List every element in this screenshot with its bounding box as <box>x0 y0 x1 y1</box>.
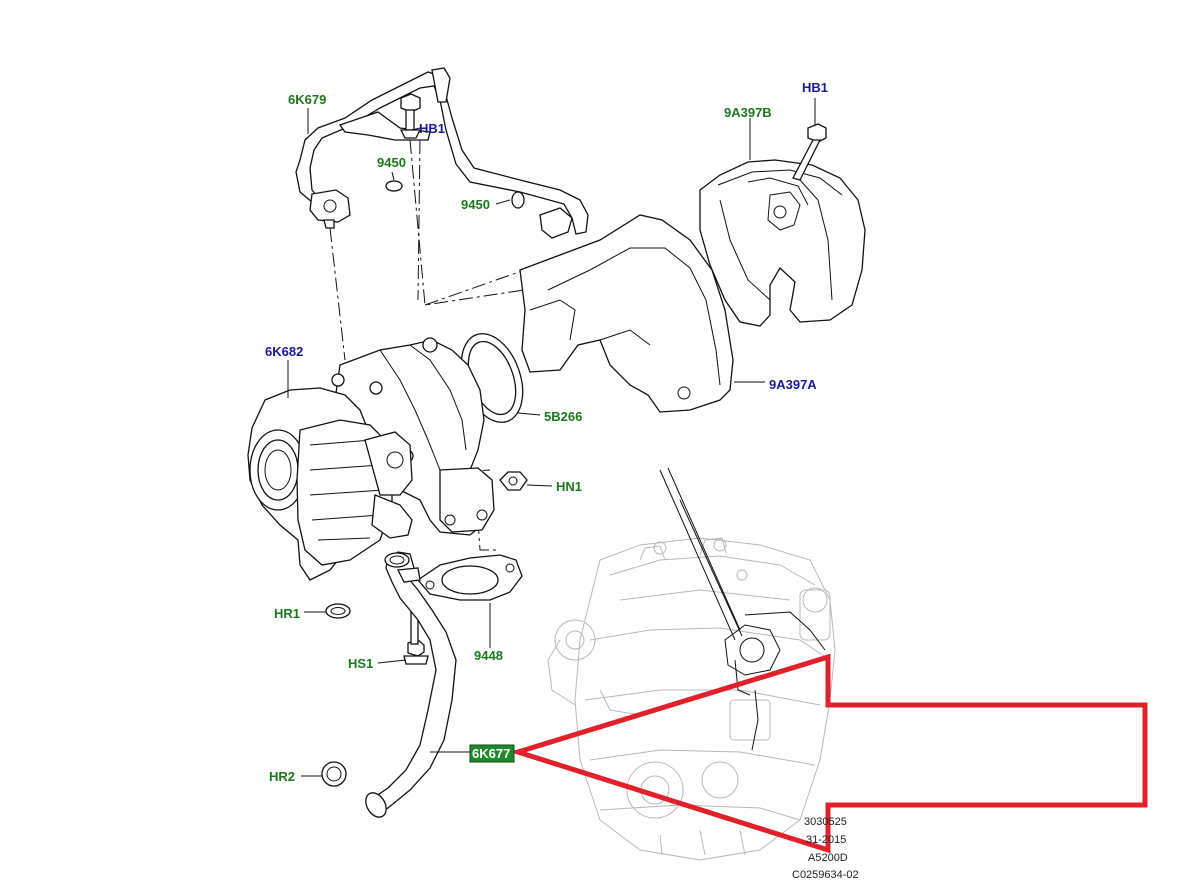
label-hn1: HN1 <box>556 479 582 494</box>
label-6k677: 6K677 <box>472 746 510 761</box>
seal-ring-9450-a <box>385 180 403 192</box>
label-9448: 9448 <box>474 648 503 663</box>
highlight-box-6k677 <box>469 744 515 763</box>
label-hs1: HS1 <box>348 656 373 671</box>
turbo-location-mark <box>659 467 826 751</box>
bolt-hs1 <box>403 611 429 665</box>
reference-line-4: C0259634-02 <box>792 869 859 881</box>
label-9450-a: 9450 <box>377 155 406 170</box>
oil-feed-tube-6k679 <box>295 67 589 239</box>
bolt-hb1-top <box>399 93 422 139</box>
label-6k679: 6K679 <box>288 92 326 107</box>
label-6k682: 6K682 <box>265 344 303 359</box>
label-hb1-right: HB1 <box>802 80 828 95</box>
leader-lines <box>287 98 816 777</box>
heat-shield-9a397a <box>519 214 734 413</box>
drawing-reference: 3030525 31-2015 A5200D C0259634-02 <box>792 816 859 881</box>
label-hb1-top: HB1 <box>419 121 445 136</box>
seal-ring-hr1 <box>325 603 351 619</box>
reference-line-3: A5200D <box>808 852 848 864</box>
gasket-9448 <box>417 554 523 601</box>
heat-shield-9a397b <box>699 159 866 327</box>
label-9a397a: 9A397A <box>769 377 817 392</box>
seal-ring-hr2 <box>321 761 347 787</box>
nut-hn1 <box>499 471 528 491</box>
reference-line-2: 31-2015 <box>806 834 846 846</box>
label-hr2: HR2 <box>269 769 295 784</box>
seal-ring-9450-b <box>511 191 525 209</box>
label-hr1: HR1 <box>274 606 300 621</box>
engine-locator-illustration <box>547 467 836 861</box>
label-9a397b: 9A397B <box>724 105 772 120</box>
label-5b266: 5B266 <box>544 409 582 424</box>
locator-callout-arrow <box>509 653 1148 854</box>
turbocharger-6k682 <box>247 337 495 581</box>
callout-labels: 6K679 HB1 9450 9450 HB1 9A397B 6K682 9A3… <box>265 80 828 784</box>
reference-line-1: 3030525 <box>804 816 847 828</box>
bolt-hb1-right <box>792 123 827 181</box>
oil-return-tube-6k677 <box>365 551 457 818</box>
label-9450-b: 9450 <box>461 197 490 212</box>
